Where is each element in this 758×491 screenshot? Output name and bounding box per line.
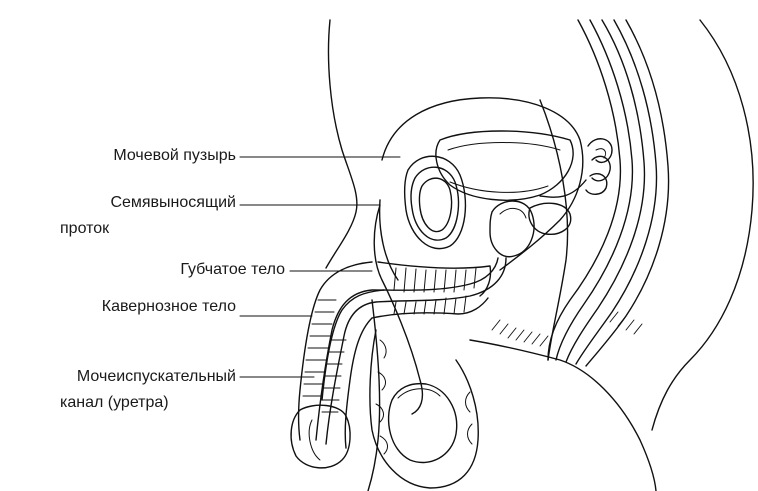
scrotum	[370, 330, 478, 488]
label-urethra-line1: Мочеиспускательный	[4, 366, 236, 387]
penis-upper-contour	[299, 262, 373, 440]
label-vas-deferens-line1: Семявыносящий	[60, 192, 236, 213]
vas-deferens	[374, 180, 586, 414]
perineum-contour	[470, 340, 656, 491]
label-cavernous-body: Кавернозное тело	[20, 296, 236, 317]
label-vas-deferens-line2: проток	[60, 218, 109, 239]
perineal-hatching	[492, 312, 642, 346]
abdomen-front-contour	[326, 20, 357, 268]
label-bladder: Мочевой пузырь	[60, 145, 236, 166]
vas-coil	[586, 139, 612, 195]
back-musculature	[540, 20, 753, 430]
cavernous-body-contour	[322, 290, 384, 400]
label-spongy-body: Губчатое тело	[130, 259, 285, 280]
pubic-bone	[405, 156, 466, 248]
label-urethra-line2: канал (уретра)	[60, 392, 169, 413]
peritoneum-inner	[380, 200, 398, 280]
